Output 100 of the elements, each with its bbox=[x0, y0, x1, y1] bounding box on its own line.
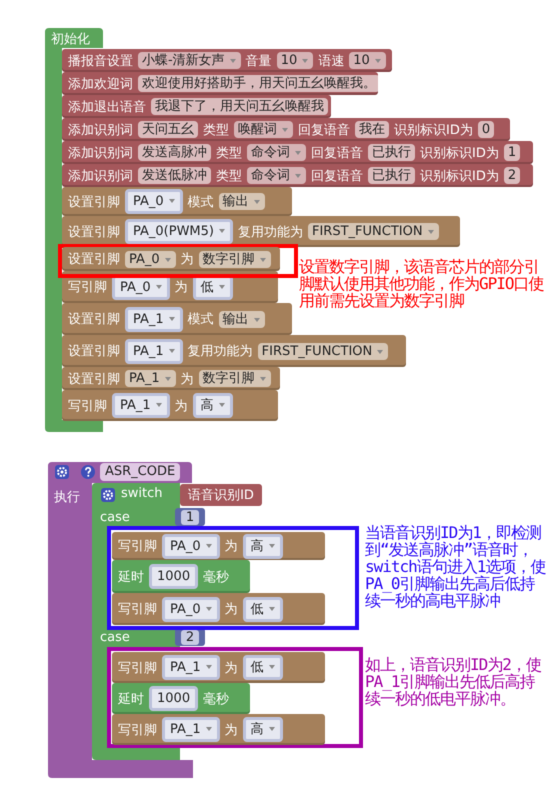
block-label: 回复语音 bbox=[311, 168, 363, 184]
block-label: 添加识别词 bbox=[68, 168, 133, 184]
block-label: 延时 bbox=[118, 568, 144, 586]
text-field: 发送低脉冲 bbox=[138, 167, 211, 184]
block-label: 模式 bbox=[188, 194, 214, 210]
text-field: 发送高脉冲 bbox=[138, 144, 211, 161]
text-field: 我退下了，用天问五幺唤醒我 bbox=[151, 98, 328, 115]
pin-value-field: 高 bbox=[242, 534, 283, 558]
block-label: 识别标识ID为 bbox=[420, 144, 499, 162]
block-label: 类型 bbox=[216, 144, 242, 162]
pin-value-field: 低 bbox=[242, 596, 283, 622]
pin-value-field: PA_0 bbox=[162, 534, 220, 558]
block-label: 添加退出语音 bbox=[68, 98, 146, 116]
number-field: 1000 bbox=[149, 686, 198, 711]
block-label: 毫秒 bbox=[203, 568, 230, 586]
annotation-text: 当语音识别ID为1，即检测到“发送高脉冲”语音时，switch语句进入1选项，使PA_0引脚输出先高后低持续一秒的高电平脉冲 bbox=[365, 524, 547, 609]
block-label: switch bbox=[121, 486, 163, 501]
pin-value-field: PA_0(PWM5) bbox=[125, 219, 233, 244]
annotation-text: 如上，语音识别ID为2，使PA_1引脚输出先低后高持续一秒的低电平脉冲。 bbox=[365, 656, 542, 707]
block-label: 为 bbox=[180, 251, 194, 268]
pin-value-field: PA_1 bbox=[125, 338, 183, 364]
pin-value-field: PA_1 bbox=[112, 393, 170, 418]
block-label: 为 bbox=[174, 279, 188, 296]
value-label: 2 bbox=[180, 630, 200, 644]
block-label: 复用功能为 bbox=[188, 343, 253, 360]
dropdown-field: PA_0 bbox=[125, 250, 176, 268]
block-label: 设置引脚 bbox=[68, 311, 120, 328]
block-label: 播报音设置 bbox=[68, 52, 133, 70]
block-label: 设置引脚 bbox=[68, 224, 120, 240]
block-label: 写引脚 bbox=[118, 601, 157, 618]
block-label: case bbox=[100, 510, 130, 525]
block-label: 为 bbox=[224, 722, 238, 738]
dropdown-field: FIRST_FUNCTION bbox=[258, 342, 388, 360]
block-label: 语速 bbox=[318, 52, 344, 70]
block-label: 写引脚 bbox=[118, 538, 157, 555]
pin-value-field: PA_1 bbox=[125, 306, 183, 332]
block-label: 为 bbox=[174, 398, 188, 414]
dropdown-field: 命令词 bbox=[247, 167, 306, 184]
block-label: 写引脚 bbox=[68, 398, 107, 414]
block-label: 识别标识ID为 bbox=[394, 122, 473, 138]
block-label: 延时 bbox=[118, 690, 144, 708]
text-field: 已执行 bbox=[368, 167, 415, 184]
block-label: 模式 bbox=[188, 311, 214, 328]
block-label: 添加识别词 bbox=[68, 122, 133, 138]
block-label: 毫秒 bbox=[203, 690, 230, 708]
text-field: 天问五幺 bbox=[138, 121, 198, 138]
block-label: 设置引脚 bbox=[68, 251, 120, 268]
block-label: 写引脚 bbox=[68, 279, 107, 296]
block-label: 音量 bbox=[246, 52, 272, 70]
block-title: 初始化 bbox=[51, 31, 90, 48]
highlight-frame bbox=[58, 244, 298, 278]
dropdown-field: PA_1 bbox=[125, 370, 176, 387]
pin-value-field: 高 bbox=[192, 393, 233, 418]
block-label: case bbox=[100, 630, 130, 645]
block-label: 识别标识ID为 bbox=[420, 168, 499, 184]
dropdown-field: 数字引脚 bbox=[198, 250, 271, 268]
block-label: 类型 bbox=[216, 168, 242, 184]
value-label: 语音识别ID bbox=[188, 487, 254, 504]
name-field: ASR_CODE bbox=[100, 463, 180, 481]
dropdown-field: 输出 bbox=[218, 193, 265, 210]
pin-value-field: 高 bbox=[242, 717, 283, 742]
text-field: 欢迎使用好搭助手，用天问五幺唤醒我。 bbox=[138, 75, 380, 92]
pin-value-field: PA_0 bbox=[125, 189, 183, 214]
value-label: 1 bbox=[180, 510, 200, 524]
block-label: 为 bbox=[224, 660, 238, 676]
highlight-frame bbox=[107, 526, 359, 630]
pin-value-field: PA_1 bbox=[162, 717, 220, 742]
block-label: 类型 bbox=[203, 122, 229, 138]
pin-value-field: PA_0 bbox=[162, 596, 220, 622]
text-field: 我在 bbox=[355, 121, 389, 138]
dropdown-field: 输出 bbox=[218, 310, 265, 328]
block-label: 回复语音 bbox=[298, 122, 350, 138]
block-label: 执行 bbox=[54, 489, 80, 506]
text-field: 0 bbox=[478, 121, 494, 138]
block-label: 为 bbox=[224, 601, 238, 618]
dropdown-field: 10 bbox=[276, 52, 314, 69]
annotation-text: 设置数字引脚，该语音芯片的部分引脚默认使用其他功能，作为GPIO口使用前需先设置为数字引脚 bbox=[299, 258, 545, 309]
block-label: 添加识别词 bbox=[68, 144, 133, 162]
dropdown-field: 数字引脚 bbox=[198, 370, 271, 387]
block-label: 添加欢迎词 bbox=[68, 76, 133, 92]
block-label: 复用功能为 bbox=[238, 224, 303, 240]
block-label: 回复语音 bbox=[311, 144, 363, 162]
block-label: 写引脚 bbox=[118, 660, 157, 676]
block-label: 写引脚 bbox=[118, 722, 157, 738]
block-label: 为 bbox=[224, 538, 238, 555]
highlight-frame bbox=[107, 647, 363, 748]
block-label: 设置引脚 bbox=[68, 370, 120, 388]
text-field: 已执行 bbox=[368, 144, 415, 161]
dropdown-field: 唤醒词 bbox=[234, 121, 293, 138]
block-label: 为 bbox=[180, 370, 194, 388]
dropdown-field: 命令词 bbox=[247, 144, 306, 161]
block-label: 设置引脚 bbox=[68, 194, 120, 210]
dropdown-field: 小蝶-清新女声 bbox=[138, 52, 241, 69]
text-field: 1 bbox=[504, 144, 520, 161]
number-field: 1000 bbox=[149, 564, 198, 589]
dropdown-field: 10 bbox=[349, 52, 386, 69]
pin-value-field: 低 bbox=[242, 655, 283, 680]
block-label: 设置引脚 bbox=[68, 343, 120, 360]
dropdown-field: FIRST_FUNCTION bbox=[308, 223, 439, 240]
pin-value-field: PA_1 bbox=[162, 655, 220, 680]
